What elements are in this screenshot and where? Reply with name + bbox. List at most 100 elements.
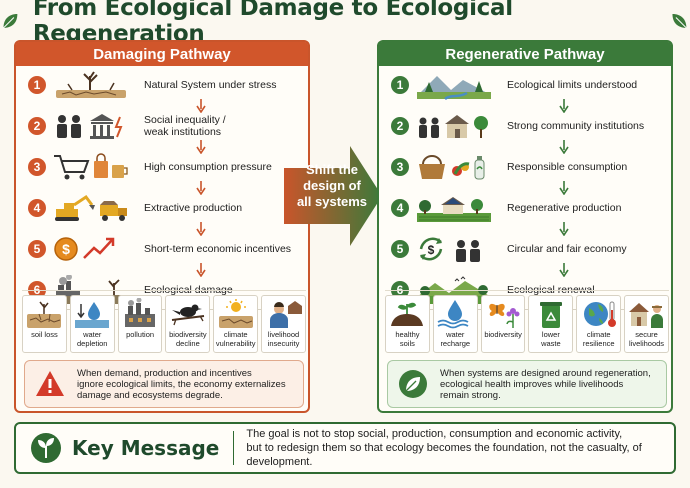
solar-farm-icon	[417, 197, 491, 222]
factory-smoke-icon	[125, 298, 156, 327]
step-item: 3 Responsible consumption	[387, 152, 667, 182]
callout-text: When systems are designed around regener…	[440, 367, 651, 401]
down-arrow-icon	[559, 99, 569, 113]
mountain-forest-icon	[417, 76, 491, 100]
step-item: 4 Regenerative production	[387, 193, 667, 223]
impact-card: water recharge	[432, 295, 478, 353]
step-label: Ecological limits understood	[507, 79, 638, 91]
callout-text: When demand, production and incentives i…	[77, 367, 286, 401]
drought-sun-icon	[218, 299, 253, 328]
water-drop-down-icon	[75, 302, 110, 328]
crow-on-branch-icon	[171, 304, 205, 326]
worried-person-icon	[269, 301, 302, 328]
down-arrow-icon	[196, 181, 206, 195]
impact-label: lower waste	[541, 330, 561, 348]
step-item: 3 High consumption pressure	[24, 152, 304, 182]
step-label: Circular and fair economy	[507, 243, 627, 255]
basket-produce-icon	[419, 155, 485, 180]
shopping-cart-icon	[54, 153, 128, 180]
impact-label: climate vulnerability	[215, 330, 256, 348]
key-message-box: Key Message The goal is not to stop soci…	[14, 422, 676, 474]
key-message-text: The goal is not to stop social, producti…	[246, 428, 642, 468]
impact-label: water recharge	[440, 330, 471, 348]
step-item: 4 Extractive production	[24, 193, 304, 223]
community-house-icon	[419, 115, 488, 138]
butterfly-flower-icon	[489, 303, 520, 328]
impact-label: water depletion	[77, 330, 108, 348]
warning-icon	[36, 371, 64, 396]
panel-header: Damaging Pathway	[16, 42, 308, 66]
step-number: 3	[391, 158, 409, 176]
down-arrow-icon	[196, 99, 206, 113]
svg-text:$: $	[428, 243, 435, 257]
step-number: 1	[391, 76, 409, 94]
steps-list: 1 Natural System under stress 2 Social	[24, 70, 304, 310]
impact-card: biodiversity decline	[165, 295, 211, 353]
step-label: Social inequality / weak institutions	[144, 114, 226, 138]
impact-label: secure livelihoods	[629, 330, 665, 348]
step-label: Responsible consumption	[507, 161, 628, 173]
step-number: 5	[391, 240, 409, 258]
dead-tree-cracked-earth-icon	[56, 71, 126, 98]
panel-header: Regenerative Pathway	[379, 42, 671, 66]
impact-card: soil loss	[22, 295, 67, 353]
healthy-soil-icon	[391, 302, 424, 326]
impact-label: biodiversity decline	[169, 330, 207, 348]
step-label: Strong community institutions	[507, 120, 645, 132]
step-number: 5	[28, 240, 46, 258]
step-item: 5 $ Short-term economic incentives	[24, 234, 304, 264]
impact-card: healthy soils	[385, 295, 430, 353]
globe-thermometer-icon	[583, 301, 616, 327]
impact-card: pollution	[117, 295, 163, 353]
impact-card: water depletion	[69, 295, 115, 353]
step-number: 4	[391, 199, 409, 217]
impact-card: livelihood insecurity	[261, 295, 306, 353]
step-item: 2 Social inequality / weak institutions	[24, 111, 304, 141]
steps-list: 1 Ecological limits understood 2 Strong …	[387, 70, 667, 310]
leaf-icon	[3, 14, 18, 29]
step-label: Short-term economic incentives	[144, 243, 292, 255]
step-item: 5 $ Circular and fair economy	[387, 234, 667, 264]
down-arrow-icon	[559, 263, 569, 277]
step-number: 3	[28, 158, 46, 176]
title-bar: From Ecological Damage to Ecological Reg…	[0, 0, 690, 47]
recycle-bin-icon	[539, 302, 562, 328]
impact-card: secure livelihoods	[624, 295, 669, 353]
impacts-row: soil loss water depletion pollution	[22, 290, 306, 353]
down-arrow-icon	[196, 263, 206, 277]
step-label: Extractive production	[144, 202, 243, 214]
excavator-truck-icon	[55, 194, 127, 221]
coin-rising-arrow-icon: $	[54, 237, 115, 261]
impacts-row: healthy soils water recharge biodiversit…	[385, 290, 669, 353]
regenerative-pathway-panel: Regenerative Pathway 1 Ecological limits…	[377, 40, 673, 413]
step-number: 1	[28, 76, 46, 94]
farmer-house-icon	[628, 303, 663, 328]
impact-label: healthy soils	[395, 330, 420, 348]
down-arrow-icon	[196, 140, 206, 154]
down-arrow-icon	[196, 222, 206, 236]
people-institution-icon	[57, 114, 123, 139]
svg-text:$: $	[62, 241, 70, 257]
impact-label: climate resilience	[582, 330, 615, 348]
impact-label: biodiversity	[484, 330, 522, 339]
damaging-callout: When demand, production and incentives i…	[24, 360, 304, 408]
down-arrow-icon	[559, 222, 569, 236]
regenerative-callout: When systems are designed around regener…	[387, 360, 667, 408]
impact-card: biodiversity	[480, 295, 526, 353]
step-number: 2	[28, 117, 46, 135]
step-item: 1 Natural System under stress	[24, 70, 304, 100]
divider	[233, 431, 235, 465]
circular-economy-icon: $	[419, 237, 480, 262]
step-number: 4	[28, 199, 46, 217]
step-number: 2	[391, 117, 409, 135]
step-label: Regenerative production	[507, 202, 622, 214]
impact-label: pollution	[126, 330, 155, 339]
damaging-pathway-panel: Damaging Pathway 1 Natural System under …	[14, 40, 310, 413]
impact-card: lower waste	[528, 295, 574, 353]
leaf-icon	[672, 14, 687, 29]
impact-card: climate vulnerability	[213, 295, 259, 353]
step-item: 2 Strong community institutions	[387, 111, 667, 141]
shift-label: Shift the design of all systems	[296, 162, 368, 209]
cracked-soil-icon	[27, 301, 62, 328]
down-arrow-icon	[559, 181, 569, 195]
